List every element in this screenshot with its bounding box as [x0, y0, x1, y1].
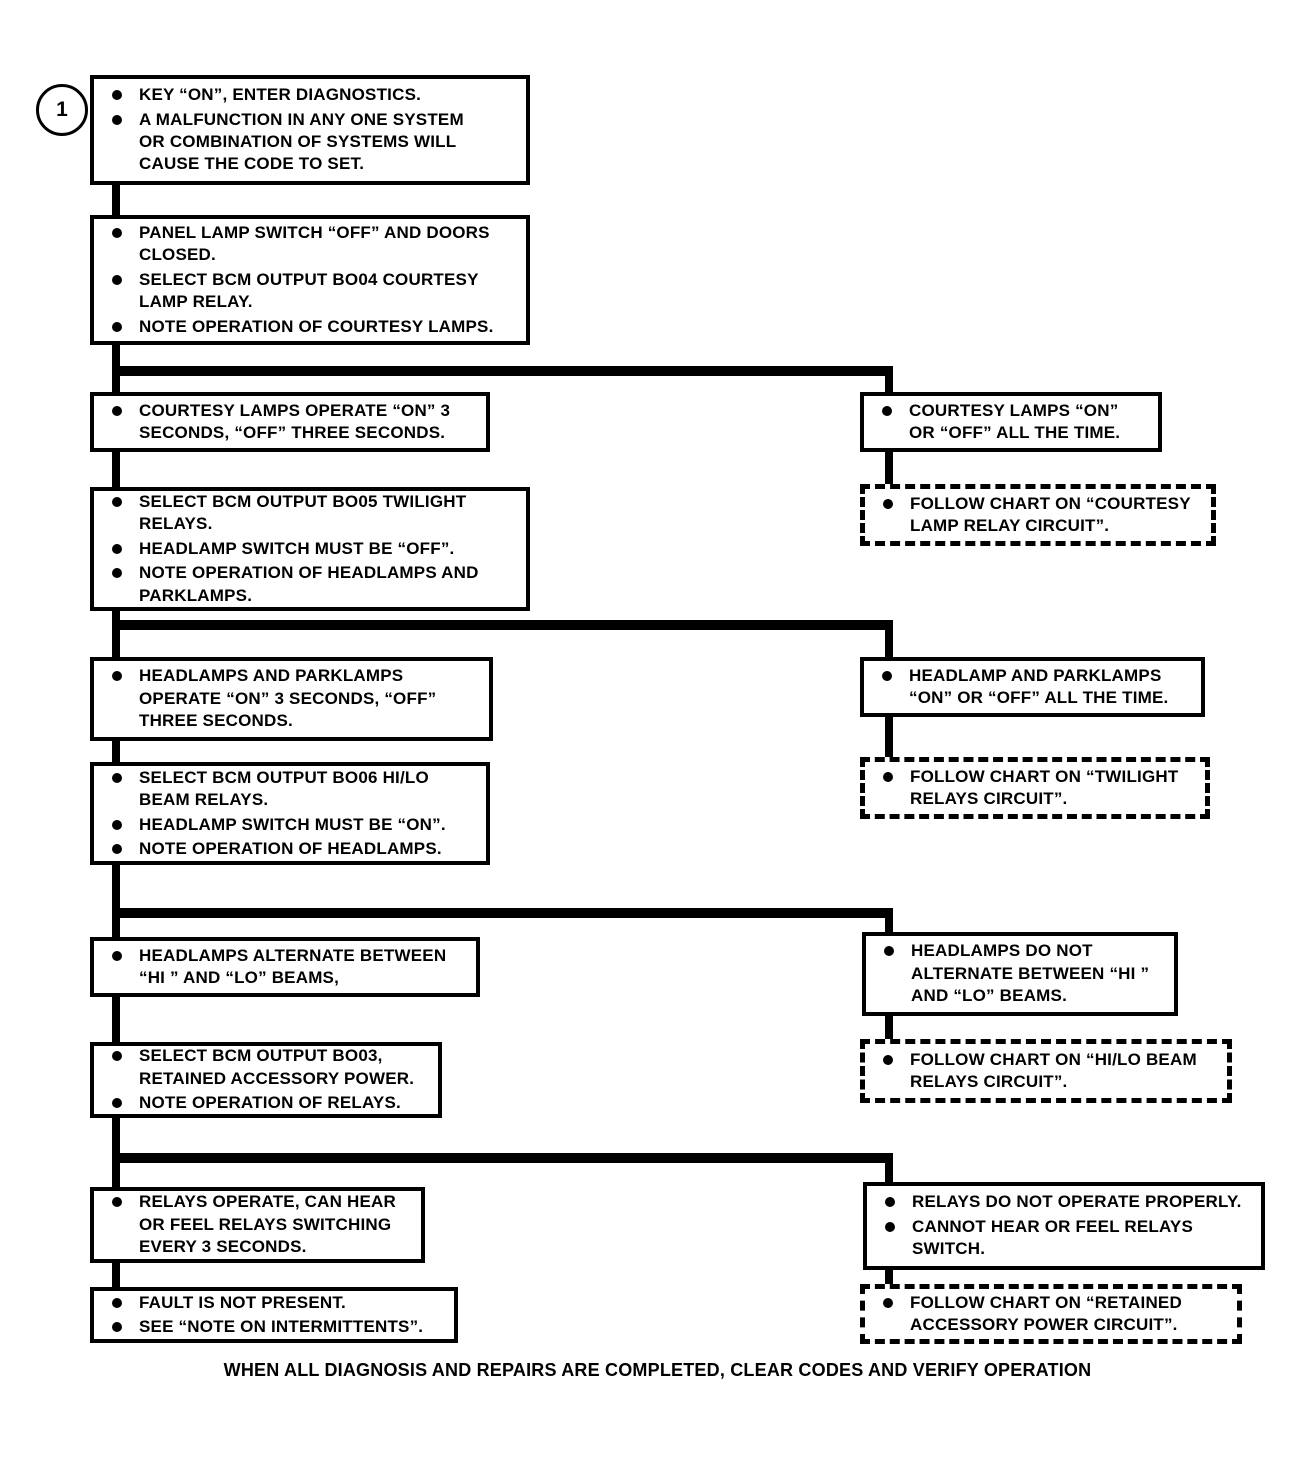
flow-box-twilight-follow: FOLLOW CHART ON “TWILIGHT RELAYS CIRCUIT…	[860, 757, 1210, 819]
connector-line	[112, 735, 120, 766]
connector-line	[112, 1255, 120, 1290]
box-text: COURTESY LAMPS OPERATE “ON” 3 SECONDS, “…	[139, 400, 451, 442]
flow-box-courtesy-select: PANEL LAMP SWITCH “OFF” AND DOORS CLOSED…	[90, 215, 530, 345]
bullet-icon	[112, 950, 122, 961]
box-text: NOTE OPERATION OF COURTESY LAMPS.	[139, 316, 494, 336]
connector-line	[885, 447, 893, 489]
flow-box-rap-fail: RELAYS DO NOT OPERATE PROPERLY. CANNOT H…	[863, 1182, 1265, 1270]
flow-box-twilight-fail: HEADLAMP AND PARKLAMPS “ON” OR “OFF” ALL…	[860, 657, 1205, 717]
step-number: 1	[56, 98, 68, 121]
box-text: NOTE OPERATION OF HEADLAMPS AND PARKLAMP…	[139, 563, 479, 605]
box-text: SELECT BCM OUTPUT BO03, RETAINED ACCESSO…	[139, 1046, 415, 1088]
box-text: PANEL LAMP SWITCH “OFF” AND DOORS CLOSED…	[139, 222, 490, 265]
box-text: NOTE OPERATION OF HEADLAMPS.	[139, 838, 442, 858]
flow-box-rap-ok: RELAYS OPERATE, CAN HEAR OR FEEL RELAYS …	[90, 1187, 425, 1263]
box-text: HEADLAMPS ALTERNATE BETWEEN “HI ” AND “L…	[139, 945, 447, 987]
connector-line	[112, 605, 120, 661]
bullet-icon	[112, 1297, 122, 1308]
bullet-icon	[882, 670, 892, 681]
box-text: SEE “NOTE ON INTERMITTENTS”.	[139, 1317, 424, 1336]
bullet-icon	[112, 772, 122, 783]
flow-box-hilo-follow: FOLLOW CHART ON “HI/LO BEAM RELAYS CIRCU…	[860, 1039, 1232, 1103]
box-text: RELAYS DO NOT OPERATE PROPERLY.	[912, 1192, 1242, 1212]
box-text: FOLLOW CHART ON “COURTESY LAMP RELAY CIR…	[910, 493, 1191, 535]
flow-box-rap-select: SELECT BCM OUTPUT BO03, RETAINED ACCESSO…	[90, 1042, 442, 1118]
branch-line	[112, 908, 893, 918]
box-text: A MALFUNCTION IN ANY ONE SYSTEM OR COMBI…	[139, 109, 464, 174]
bullet-icon	[112, 543, 122, 554]
box-text: SELECT BCM OUTPUT BO04 COURTESY LAMP REL…	[139, 269, 479, 312]
connector-line	[112, 447, 120, 490]
flow-box-twilight-select: SELECT BCM OUTPUT BO05 TWILIGHT RELAYS. …	[90, 487, 530, 611]
flow-box-hilo-ok: HEADLAMPS ALTERNATE BETWEEN “HI ” AND “L…	[90, 937, 480, 997]
connector-line	[885, 1153, 893, 1187]
bullet-icon	[112, 274, 122, 285]
bullet-icon	[112, 819, 122, 830]
flow-box-no-fault: FAULT IS NOT PRESENT. SEE “NOTE ON INTER…	[90, 1287, 458, 1343]
connector-line	[885, 1265, 893, 1287]
step-number-circle: 1	[36, 84, 88, 136]
flow-box-hilo-select: SELECT BCM OUTPUT BO06 HI/LO BEAM RELAYS…	[90, 762, 490, 865]
box-text: FOLLOW CHART ON “TWILIGHT RELAYS CIRCUIT…	[910, 766, 1179, 808]
box-text: NOTE OPERATION OF RELAYS.	[139, 1093, 401, 1113]
bullet-icon	[112, 671, 122, 682]
connector-line	[885, 366, 893, 398]
connector-line	[112, 1110, 120, 1190]
branch-line	[112, 620, 893, 630]
bullet-icon	[112, 90, 122, 101]
connector-line	[112, 180, 120, 220]
box-text: COURTESY LAMPS “ON” OR “OFF” ALL THE TIM…	[909, 400, 1121, 442]
flow-box-rap-follow: FOLLOW CHART ON “RETAINED ACCESSORY POWE…	[860, 1284, 1242, 1344]
flow-box-twilight-ok: HEADLAMPS AND PARKLAMPS OPERATE “ON” 3 S…	[90, 657, 493, 741]
flow-box-key-on: KEY “ON”, ENTER DIAGNOSTICS. A MALFUNCTI…	[90, 75, 530, 185]
bullet-icon	[112, 1098, 122, 1109]
bullet-icon	[112, 114, 122, 125]
box-text: FOLLOW CHART ON “RETAINED ACCESSORY POWE…	[910, 1292, 1182, 1334]
box-text: CANNOT HEAR OR FEEL RELAYS SWITCH.	[912, 1216, 1194, 1259]
bullet-icon	[883, 1054, 893, 1065]
bullet-icon	[112, 843, 122, 854]
bullet-icon	[885, 1221, 895, 1232]
flow-box-courtesy-fail: COURTESY LAMPS “ON” OR “OFF” ALL THE TIM…	[860, 392, 1162, 452]
bullet-icon	[112, 227, 122, 238]
box-text: HEADLAMPS AND PARKLAMPS OPERATE “ON” 3 S…	[139, 666, 437, 731]
box-text: SELECT BCM OUTPUT BO05 TWILIGHT RELAYS.	[139, 491, 467, 534]
box-text: KEY “ON”, ENTER DIAGNOSTICS.	[139, 85, 422, 105]
bullet-icon	[883, 498, 893, 509]
bullet-icon	[112, 1051, 122, 1062]
bullet-icon	[112, 568, 122, 579]
bullet-icon	[112, 321, 122, 332]
connector-line	[885, 713, 893, 762]
box-text: RELAYS OPERATE, CAN HEAR OR FEEL RELAYS …	[139, 1192, 397, 1257]
box-text: HEADLAMP AND PARKLAMPS “ON” OR “OFF” ALL…	[909, 665, 1169, 707]
bullet-icon	[883, 1297, 893, 1308]
box-text: HEADLAMP SWITCH MUST BE “ON”.	[139, 814, 446, 834]
bullet-icon	[883, 771, 893, 782]
flow-box-courtesy-ok: COURTESY LAMPS OPERATE “ON” 3 SECONDS, “…	[90, 392, 490, 452]
box-text: FOLLOW CHART ON “HI/LO BEAM RELAYS CIRCU…	[910, 1049, 1197, 1091]
footer-note: WHEN ALL DIAGNOSIS AND REPAIRS ARE COMPL…	[223, 1360, 1092, 1380]
bullet-icon	[112, 1197, 122, 1208]
bullet-icon	[885, 1197, 895, 1208]
connector-line	[885, 1010, 893, 1042]
connector-line	[112, 860, 120, 940]
connector-line	[112, 990, 120, 1045]
flow-box-hilo-fail: HEADLAMPS DO NOT ALTERNATE BETWEEN “HI ”…	[862, 932, 1178, 1016]
box-text: HEADLAMPS DO NOT ALTERNATE BETWEEN “HI ”…	[911, 941, 1150, 1006]
box-text: SELECT BCM OUTPUT BO06 HI/LO BEAM RELAYS…	[139, 767, 429, 810]
box-text: HEADLAMP SWITCH MUST BE “OFF”.	[139, 538, 455, 558]
bullet-icon	[112, 1322, 122, 1332]
bullet-icon	[112, 405, 122, 416]
flow-box-courtesy-follow: FOLLOW CHART ON “COURTESY LAMP RELAY CIR…	[860, 484, 1216, 546]
branch-line	[112, 1153, 893, 1163]
branch-line	[112, 366, 893, 376]
box-text: FAULT IS NOT PRESENT.	[139, 1292, 346, 1312]
bullet-icon	[884, 946, 894, 957]
connector-line	[885, 620, 893, 662]
bullet-icon	[112, 496, 122, 507]
bullet-icon	[882, 405, 892, 416]
connector-line	[885, 908, 893, 938]
